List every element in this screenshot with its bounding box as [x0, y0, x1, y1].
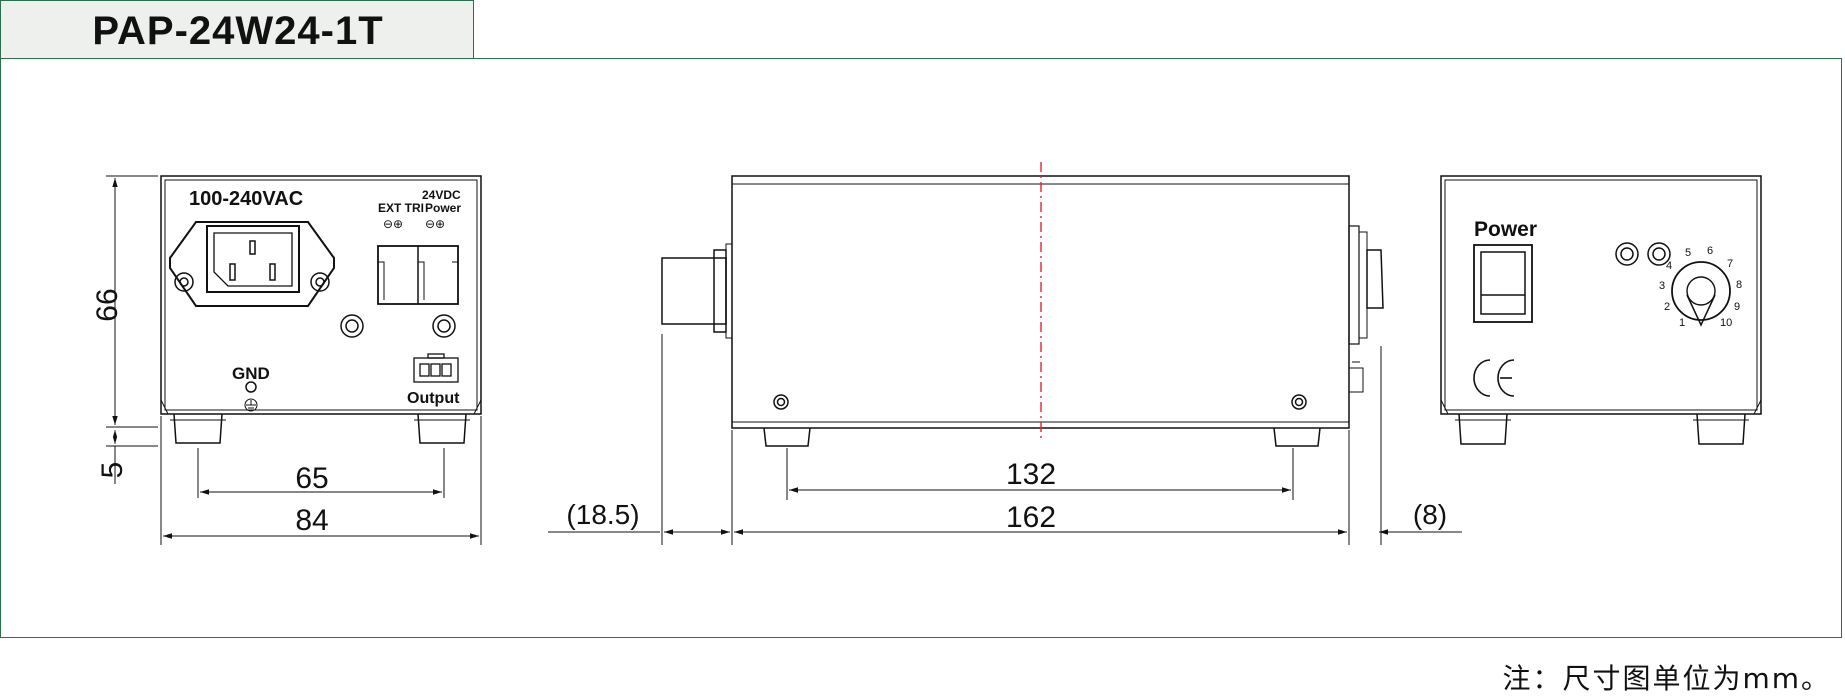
- dial-number: 5: [1685, 247, 1691, 259]
- ac-inlet-socket: [169, 221, 335, 307]
- dim-rear-protrusion: (8): [1413, 499, 1447, 530]
- technical-drawing: 100-240VAC 24VDC EXT TRI Power ⊖⊕ ⊖⊕ GND…: [91, 162, 1762, 545]
- dial-number: 9: [1734, 301, 1740, 313]
- front-foot-left: [173, 413, 223, 444]
- dial-number: 8: [1736, 279, 1742, 291]
- dial-scale: 1 2 3 4 5 6 7 8 9 10: [1659, 245, 1742, 329]
- side-rear-dial: [1348, 225, 1384, 393]
- dial-number: 3: [1659, 280, 1665, 292]
- terminal-block: [377, 245, 459, 305]
- dim-front-hole-spacing: 65: [295, 462, 328, 495]
- side-foot-rear: [1273, 427, 1321, 447]
- dim-height: 66: [91, 288, 124, 321]
- dc-voltage-label: 24VDC: [422, 188, 461, 202]
- side-view: [661, 162, 1384, 447]
- dial-number: 2: [1664, 301, 1670, 313]
- front-panel-outline: [160, 175, 482, 415]
- power-switch-label: Power: [1474, 218, 1537, 241]
- front-view: [160, 175, 482, 444]
- title-tab: PAP-24W24-1T: [0, 0, 474, 58]
- rear-screw-right: [1647, 242, 1671, 266]
- gnd-terminal: [245, 381, 257, 393]
- rear-foot-left: [1458, 413, 1508, 445]
- output-label: Output: [407, 390, 460, 407]
- dial-number: 1: [1679, 317, 1685, 329]
- dim-foot-height: 5: [96, 462, 129, 479]
- power-output-label: Power: [425, 201, 461, 215]
- dim-side-hole-spacing: 132: [1006, 458, 1056, 491]
- front-foot-right: [417, 413, 467, 444]
- mount-screw-right: [432, 314, 456, 338]
- side-dimensions: [548, 334, 1462, 545]
- mount-screw-left: [340, 314, 364, 338]
- front-view-labels: 100-240VAC 24VDC EXT TRI Power ⊖⊕ ⊖⊕ GND…: [189, 188, 461, 407]
- adjustment-dial-icon: [1671, 261, 1731, 327]
- dial-number: 10: [1720, 317, 1732, 329]
- ce-mark-icon: [1473, 359, 1515, 397]
- side-ac-inlet: [661, 243, 733, 339]
- dial-number: 7: [1727, 258, 1733, 270]
- side-foot-front: [763, 427, 811, 447]
- gnd-label: GND: [232, 364, 270, 383]
- unit-footnote: 注：尺寸图单位为mm。: [1502, 662, 1831, 695]
- dim-side-length: 162: [1006, 501, 1056, 534]
- model-title: PAP-24W24-1T: [92, 9, 384, 53]
- front-panel-inner: [164, 179, 478, 411]
- output-connector: [413, 353, 459, 383]
- rear-screw-left: [1615, 242, 1639, 266]
- front-dimensions: [106, 175, 482, 545]
- dim-front-protrusion: (18.5): [566, 499, 639, 530]
- side-screw-front: [773, 394, 789, 410]
- dial-number: 6: [1707, 245, 1713, 257]
- power-switch: [1473, 244, 1533, 323]
- ext-tri-label: EXT TRI: [378, 201, 424, 215]
- rear-foot-right: [1696, 413, 1746, 445]
- drawing-frame: [0, 58, 1842, 638]
- rear-view: [1440, 175, 1762, 445]
- ext-tri-polarity: ⊖⊕: [383, 217, 403, 231]
- side-screw-rear: [1291, 394, 1307, 410]
- dim-front-width: 84: [295, 504, 328, 537]
- dial-number: 4: [1666, 260, 1672, 272]
- power-polarity: ⊖⊕: [425, 217, 445, 231]
- input-voltage-label: 100-240VAC: [189, 188, 303, 210]
- ground-icon: [244, 398, 258, 412]
- rear-panel-outline: [1440, 175, 1762, 415]
